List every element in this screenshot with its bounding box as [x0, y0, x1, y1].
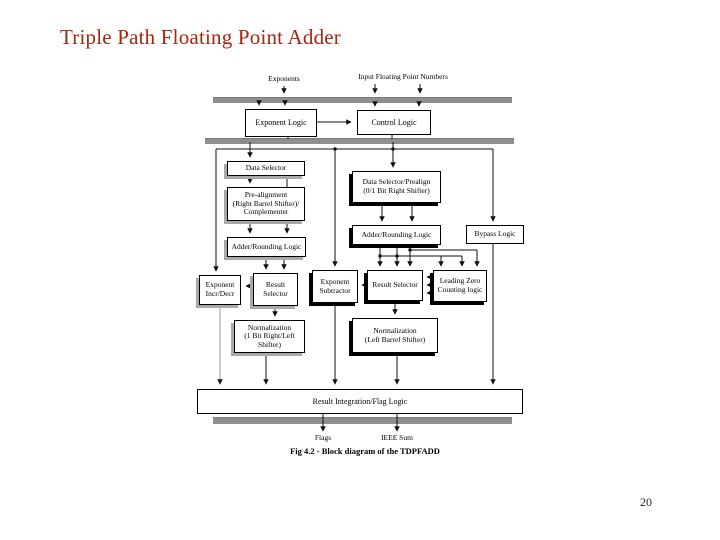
node-adder-rounding-left: Adder/Rounding Logic	[227, 237, 306, 257]
node-result-selector-left: Result Selector	[253, 273, 298, 306]
node-normalization-left: Normalization (1 Bit Right/Left Shifter)	[234, 320, 305, 353]
page-number: 20	[640, 495, 652, 509]
node-exponent-incr-decr: Exponent Incr/Decr	[199, 275, 241, 305]
node-data-selector-prealign: Data Selector/Prealign (0/1 Bit Right Sh…	[352, 171, 441, 203]
figure-caption: Fig 4.2 - Block diagram of the TDPFADD	[290, 446, 440, 456]
label-ieee-sum: IEEE Sum	[381, 433, 413, 442]
bus-middle	[205, 138, 514, 144]
node-adder-rounding-center: Adder/Rounding Logic	[352, 225, 441, 245]
label-input-fp-numbers: Input Floating Point Numbers	[358, 72, 448, 81]
node-control-logic: Control Logic	[357, 110, 431, 135]
node-exponent-logic: Exponent Logic	[245, 109, 317, 137]
label-flags: Flags	[314, 433, 332, 442]
node-normalization-center: Normalization (Left Barrel Shifter)	[352, 318, 438, 353]
page-title: Triple Path Floating Point Adder	[60, 25, 341, 49]
node-result-integration-flag-logic: Result Integration/Flag Logic	[197, 389, 523, 414]
label-exponents: Exponents	[268, 74, 300, 83]
bus-bottom	[213, 417, 512, 424]
node-pre-alignment: Pre-alignment (Right Barrel Shifter)/ Co…	[227, 187, 305, 221]
node-result-selector-center: Result Selector	[367, 270, 423, 301]
node-data-selector: Data Selector	[227, 161, 305, 176]
node-leading-zero-counting: Leading Zero Counting logic	[433, 270, 487, 302]
node-bypass-logic: Bypass Logic	[466, 225, 524, 244]
bus-top	[213, 97, 512, 103]
node-exponent-subtractor: Exponent Subtractor	[312, 270, 358, 303]
